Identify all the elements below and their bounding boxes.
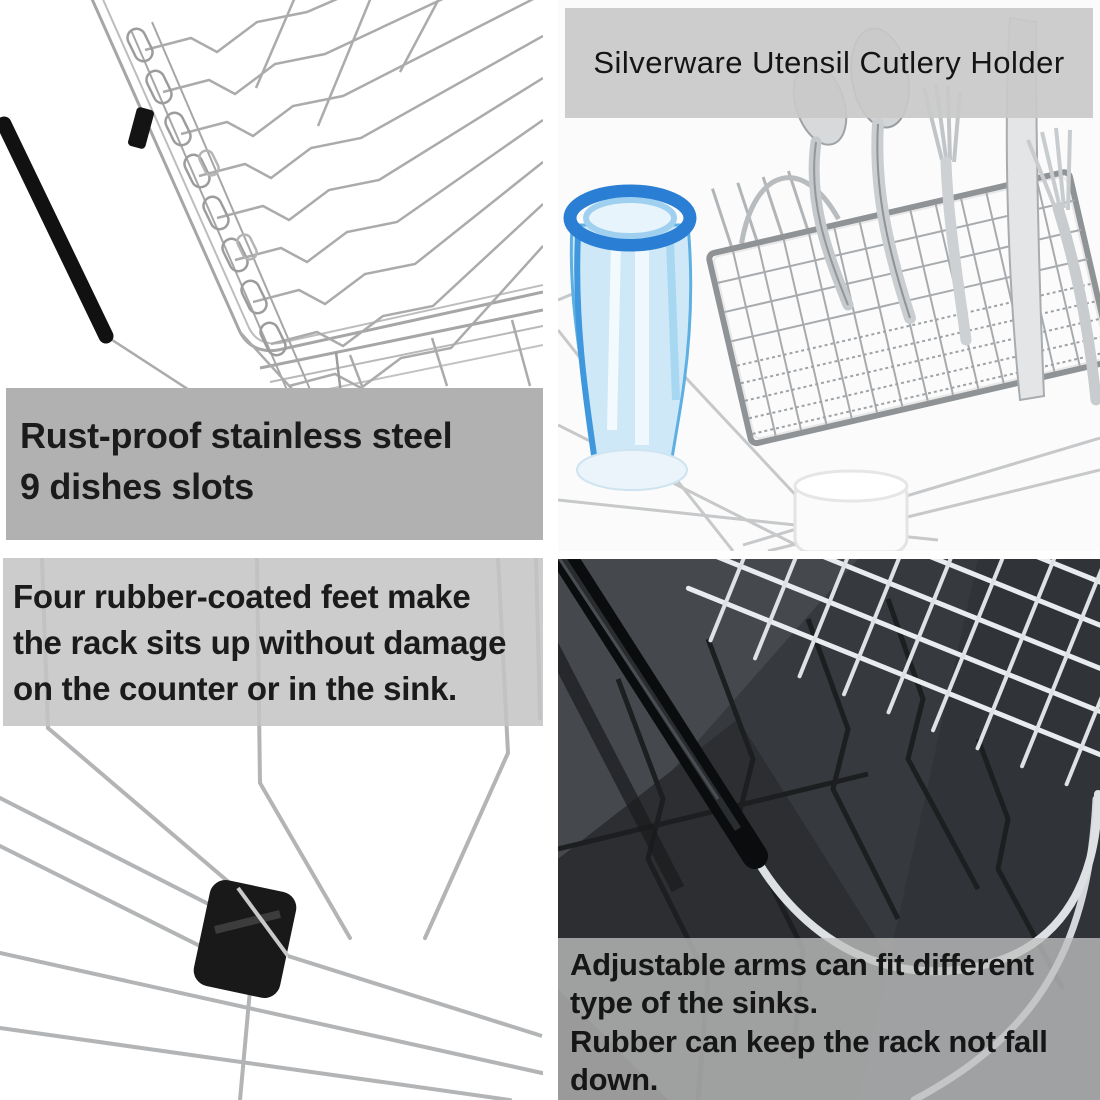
chrome-grid bbox=[685, 559, 1100, 801]
caption-line: type of the sinks. bbox=[570, 985, 818, 1021]
caption-line: down. bbox=[570, 1062, 659, 1098]
caption-line: the rack sits up without damage bbox=[13, 624, 507, 662]
cutlery-basket bbox=[706, 169, 1100, 447]
white-cup bbox=[793, 469, 909, 551]
caption-line: Four rubber-coated feet make bbox=[13, 578, 471, 615]
black-handle bbox=[0, 116, 114, 344]
basket-handle bbox=[739, 175, 841, 244]
caption-line: 9 dishes slots bbox=[20, 466, 254, 508]
wire-loop-chain bbox=[126, 27, 287, 357]
black-arm bbox=[558, 559, 768, 893]
panel-cutlery-holder: Silverware Utensil Cutlery Holder bbox=[558, 0, 1100, 551]
blue-glass bbox=[563, 184, 697, 491]
panel-title: Silverware Utensil Cutlery Holder bbox=[593, 45, 1065, 80]
panel-rubber-feet: Four rubber-coated feet make the rack si… bbox=[0, 558, 543, 1100]
sink-surface bbox=[558, 559, 858, 859]
rubber-foot bbox=[193, 880, 543, 1038]
caption-rust-proof: Rust-proof stainless steel 9 dishes slot… bbox=[6, 388, 543, 540]
caption-line: Rust-proof stainless steel bbox=[20, 415, 453, 456]
panel-rack-overview: Rust-proof stainless steel 9 dishes slot… bbox=[0, 0, 543, 540]
caption-adjustable-arms: Adjustable arms can fit different type o… bbox=[558, 938, 1100, 1100]
caption-line: Rubber can keep the rack not fall bbox=[570, 1023, 1048, 1059]
title-banner: Silverware Utensil Cutlery Holder bbox=[565, 8, 1093, 118]
caption-rubber-feet: Four rubber-coated feet make the rack si… bbox=[3, 558, 543, 726]
caption-line: Adjustable arms can fit different bbox=[570, 947, 1034, 982]
caption-line: on the counter or in the sink. bbox=[13, 670, 457, 708]
panel-adjustable-arm: Adjustable arms can fit different type o… bbox=[558, 559, 1100, 1100]
fork bbox=[1026, 127, 1100, 406]
black-clip bbox=[128, 107, 154, 149]
